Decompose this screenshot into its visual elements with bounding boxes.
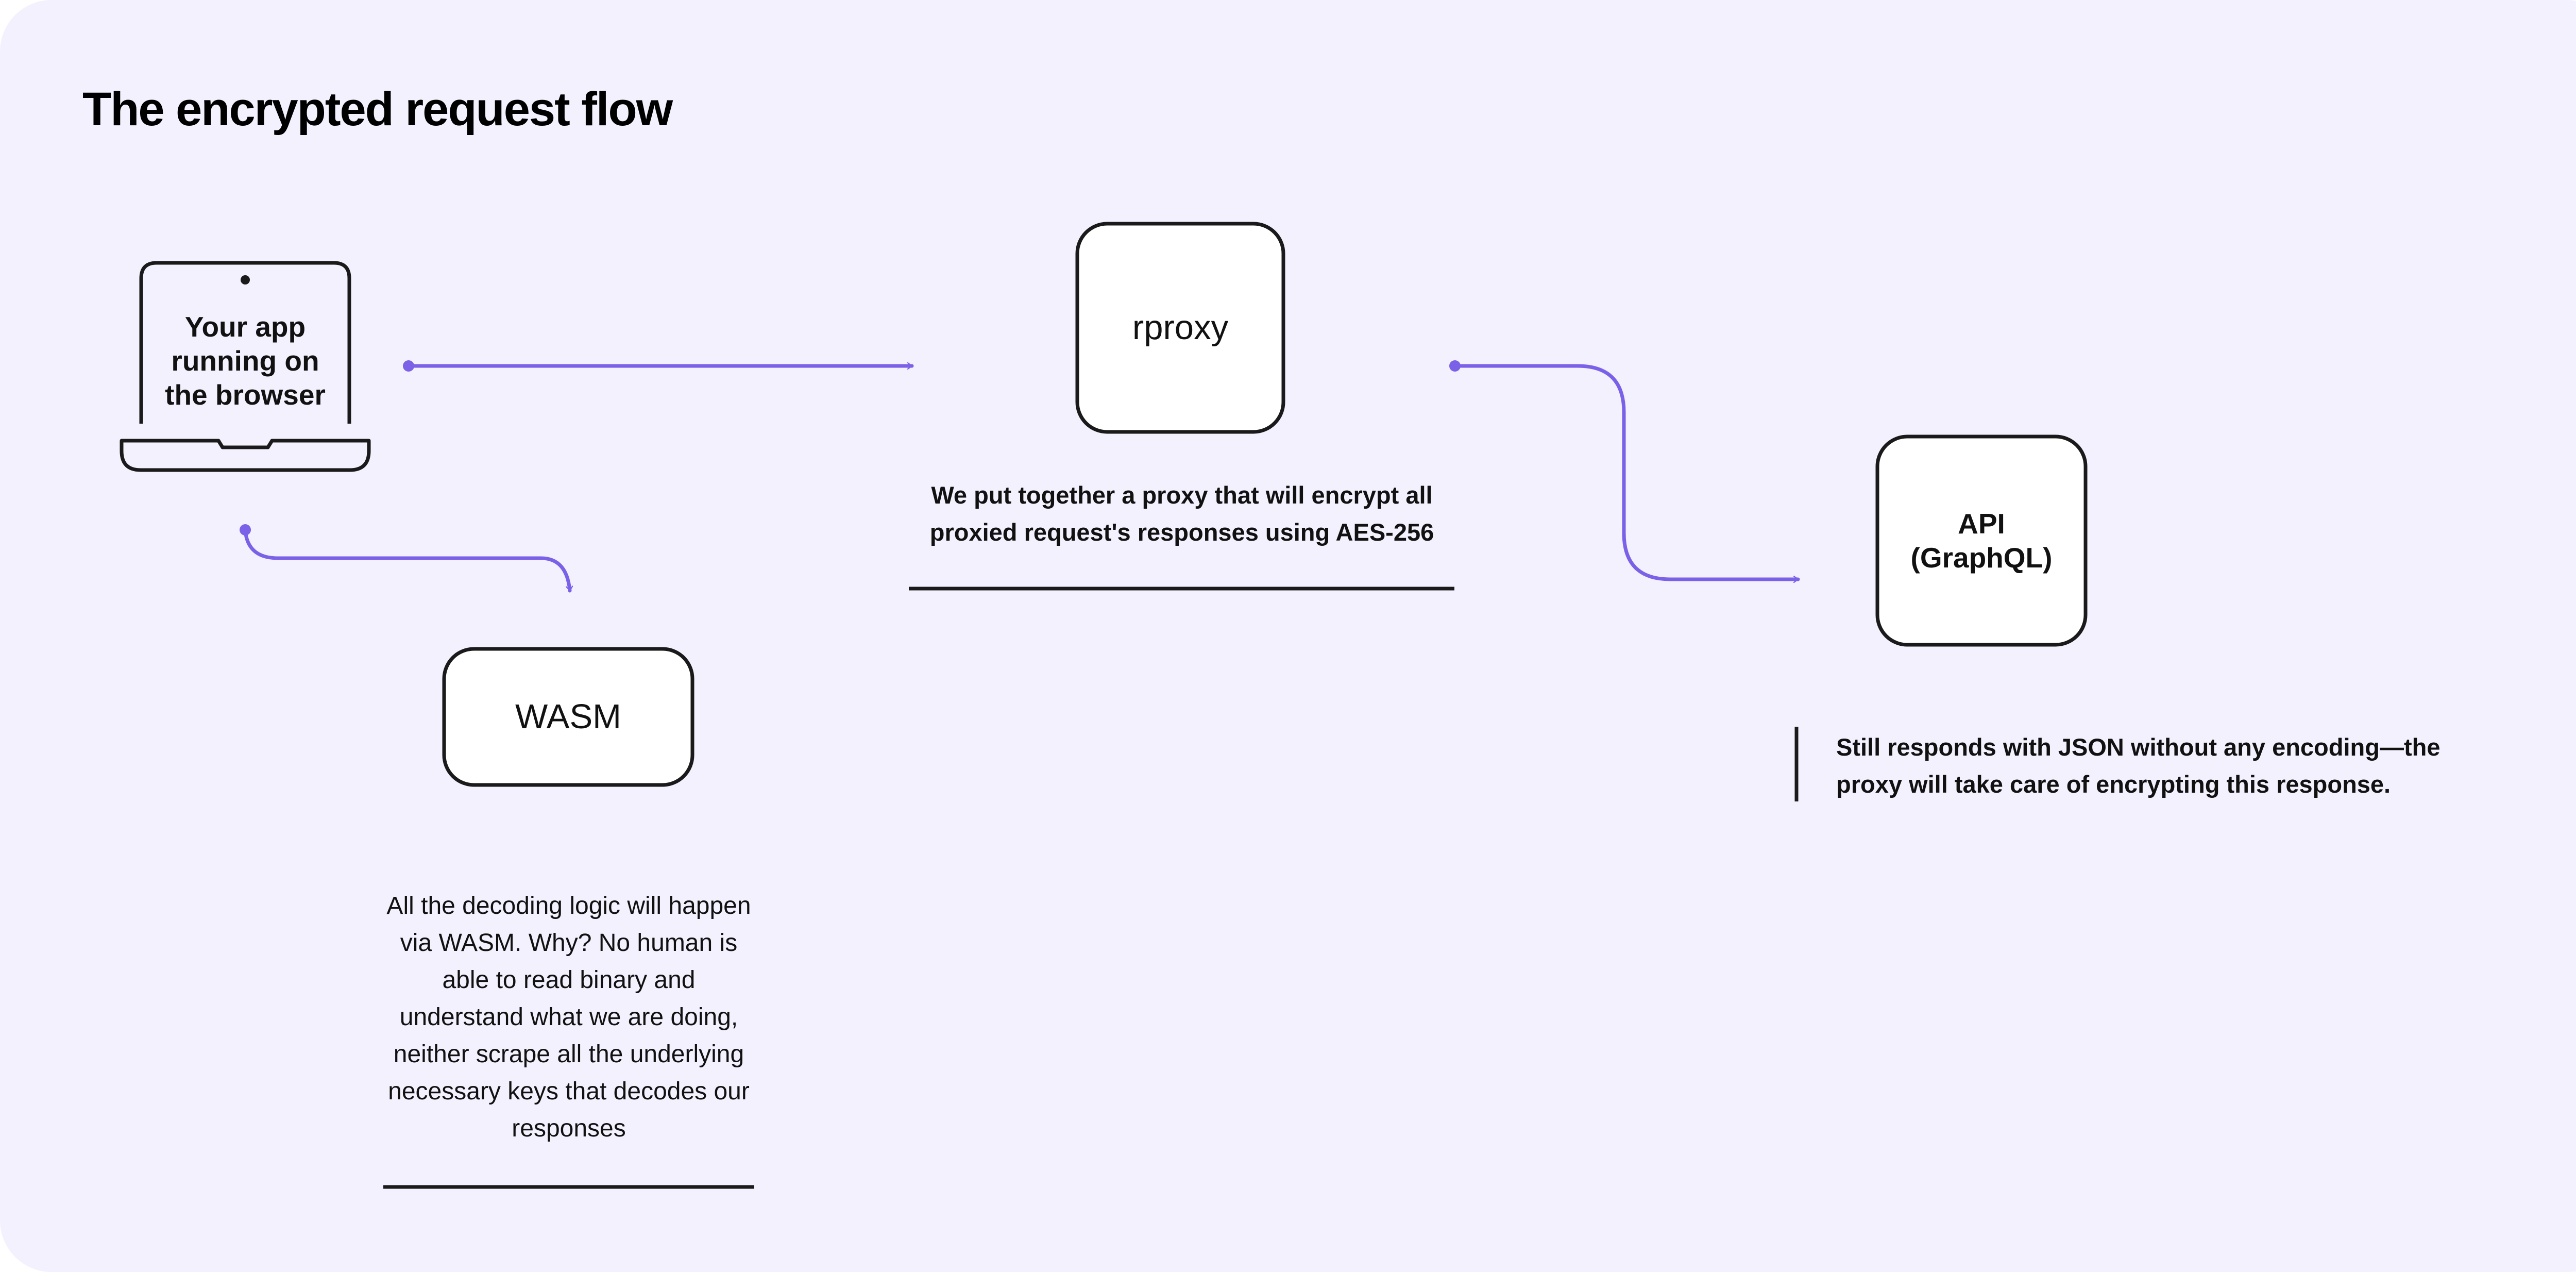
arrow-proxy-to-api — [1449, 360, 1800, 579]
arrow-client-to-proxy — [403, 360, 914, 372]
wasm-note: All the decoding logic will happen via W… — [386, 892, 751, 1142]
proxy-note: We put together a proxy that will encryp… — [929, 481, 1434, 546]
diagram-title: The encrypted request flow — [82, 83, 673, 136]
client-label: Your app running on the browser — [165, 311, 326, 411]
wasm-label: WASM — [515, 697, 621, 736]
api-label: API (GraphQL) — [1910, 508, 2053, 574]
arrow-client-to-wasm — [240, 524, 570, 593]
api-node — [1875, 434, 2088, 647]
wasm-node — [442, 647, 694, 787]
proxy-node — [1075, 222, 1285, 434]
laptop-icon — [120, 261, 371, 472]
api-note: Still responds with JSON without any enc… — [1836, 733, 2441, 798]
proxy-label: rproxy — [1132, 308, 1229, 347]
